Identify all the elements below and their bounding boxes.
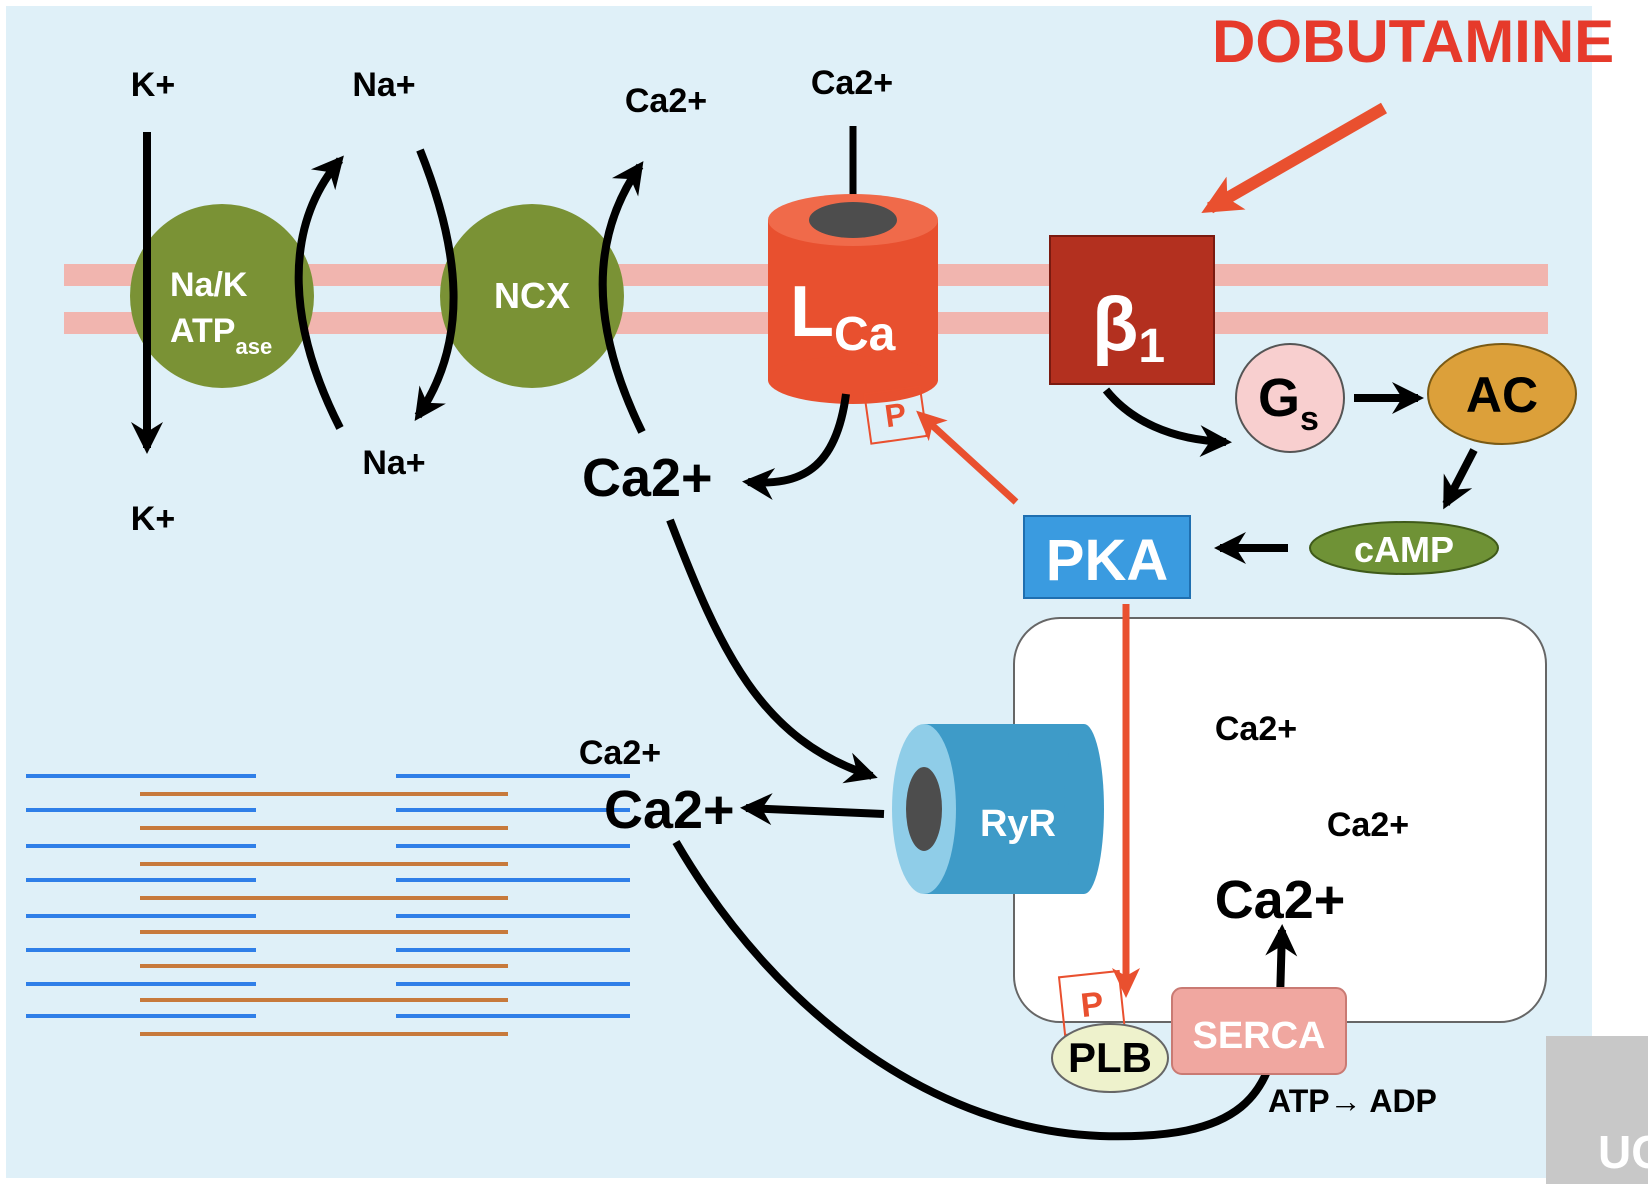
gs-protein: Gs	[1235, 343, 1345, 453]
ca-ryr-small-label: Ca2+	[579, 734, 661, 772]
beta-to-gs-arrow	[1102, 387, 1232, 458]
ca-sr-label-3: Ca2+	[1215, 870, 1346, 930]
ca-sr-label-1: Ca2+	[1215, 710, 1297, 748]
na-in-arrow	[414, 148, 458, 421]
serca-label: SERCA	[1192, 1015, 1325, 1057]
phospholamban: PLB	[1051, 1023, 1169, 1093]
ca-ncx-out-arrow	[598, 161, 646, 434]
ncx-exchanger: NCX	[440, 204, 624, 388]
beta-label: β1	[1092, 282, 1165, 373]
pump-label-line1: Na/K	[170, 266, 248, 304]
svg-text:P: P	[883, 396, 909, 435]
serca-pump: SERCA	[1171, 987, 1347, 1075]
adenylyl-cyclase: AC	[1427, 343, 1577, 445]
logo-corner: UC	[1546, 1036, 1648, 1184]
ca-influx-arrow	[742, 393, 850, 500]
ca-ncx-out-label: Ca2+	[625, 82, 707, 120]
pka-label: PKA	[1046, 528, 1168, 593]
camp-label: cAMP	[1354, 529, 1454, 570]
l-type-calcium-channel: Ca2+ LCa	[768, 64, 938, 404]
ca-to-ryr-arrow	[666, 518, 878, 784]
atp-adp-label: ATP→ ADP	[1268, 1083, 1437, 1119]
pump-label-line2: ATPase	[170, 312, 272, 359]
logo-text: UC	[1598, 1126, 1648, 1178]
ca-cyto-main-label: Ca2+	[582, 448, 713, 508]
beta1-receptor: β1	[1049, 235, 1215, 385]
gs-label: Gs	[1258, 368, 1319, 438]
ca-sr-label-2: Ca2+	[1327, 806, 1409, 844]
dobutamine-arrow	[1201, 102, 1387, 214]
ca-ryr-release-label: Ca2+	[604, 780, 735, 840]
na-out-arrow	[294, 155, 344, 430]
ryr-release-arrow	[740, 793, 885, 826]
plb-label: PLB	[1068, 1034, 1152, 1081]
ryanodine-receptor: RyR	[892, 724, 1104, 894]
camp: cAMP	[1309, 521, 1499, 575]
ac-to-camp-arrow	[1442, 448, 1478, 510]
ca-reuptake-arrow	[672, 839, 1298, 1141]
pka: PKA	[1023, 515, 1191, 599]
na-bottom-label: Na+	[362, 444, 425, 482]
myofilaments	[26, 774, 630, 1036]
pka-to-lca-arrow	[916, 410, 1019, 505]
drug-title: DOBUTAMINE	[1212, 8, 1614, 75]
na-k-atpase-pump: Na/K ATPase	[130, 204, 314, 388]
ncx-label: NCX	[494, 275, 570, 316]
lca-label: LCa	[790, 272, 896, 361]
svg-text:P: P	[1079, 985, 1106, 1025]
right-margin	[1592, 0, 1648, 1184]
k-top-label: K+	[131, 66, 175, 104]
ryr-label: RyR	[980, 803, 1056, 845]
ca-lca-out-label: Ca2+	[811, 64, 893, 102]
k-bottom-label: K+	[131, 500, 175, 538]
ac-label: AC	[1466, 367, 1538, 423]
na-top-label: Na+	[352, 66, 415, 104]
plb-phospho-tag: P	[1057, 969, 1126, 1037]
